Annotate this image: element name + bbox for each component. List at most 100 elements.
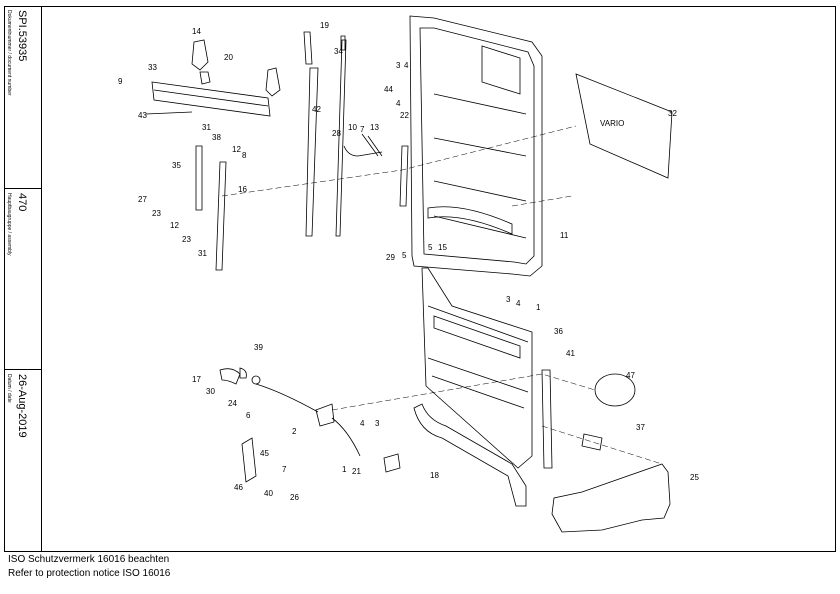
door-panel-inner — [419, 27, 535, 265]
side-cover — [551, 463, 671, 533]
callout-number: 4 — [404, 61, 409, 70]
long-strip — [305, 67, 319, 237]
drawing-frame — [4, 6, 836, 552]
diagram-linework — [145, 15, 673, 533]
small-decal — [581, 433, 603, 451]
callout-number: 25 — [690, 473, 699, 482]
round-decal — [594, 373, 636, 407]
callout-number: 22 — [400, 111, 409, 120]
callout-number: 3 — [396, 61, 401, 70]
callout-number: 4 — [396, 99, 401, 108]
seal-strip — [541, 369, 553, 469]
hinge-rail-edge — [153, 89, 269, 107]
lower-arm — [413, 403, 527, 507]
callout-number: 10 — [348, 123, 357, 132]
callout-number: 27 — [138, 195, 147, 204]
callout-number: 21 — [352, 467, 361, 476]
lower-frame-bars — [427, 305, 529, 409]
right-hinge — [265, 67, 281, 97]
callout-number: 39 — [254, 343, 263, 352]
callout-number: 42 — [312, 105, 321, 114]
callout-number: 37 — [636, 423, 645, 432]
short-strip — [303, 31, 313, 65]
decal-plate — [575, 73, 673, 179]
callout-number: 8 — [242, 151, 247, 160]
callout-number: 31 — [198, 249, 207, 258]
assembly-label: Hauptbaugruppe / assembly — [6, 193, 12, 256]
assembly-cell: Hauptbaugruppe / assembly 470 — [4, 189, 41, 370]
callout-number: 33 — [148, 63, 157, 72]
strut-right — [215, 161, 227, 271]
document-number: SPI.53935 — [16, 10, 28, 62]
callout-number: 13 — [370, 123, 379, 132]
document-number-cell: Dokumentnummer / document number SPI.539… — [4, 6, 41, 189]
callout-number: 9 — [118, 77, 123, 86]
callout-number: 1 — [536, 303, 541, 312]
callout-number: 7 — [282, 465, 287, 474]
door-bar — [399, 145, 409, 207]
callout-number: 34 — [334, 47, 343, 56]
callout-number: 7 — [360, 125, 365, 134]
alignment-line-upper — [221, 125, 577, 197]
handle-bracket — [241, 437, 257, 483]
callout-number: 31 — [202, 123, 211, 132]
assembly-number: 470 — [16, 193, 28, 212]
alignment-line-lower — [331, 373, 596, 411]
callout-number: 19 — [320, 21, 329, 30]
callout-number: 14 — [192, 27, 201, 36]
callout-number: 17 — [192, 375, 201, 384]
callout-number: 6 — [246, 411, 251, 420]
door-crossbars — [433, 93, 527, 239]
date-value: 26-Aug-2019 — [16, 374, 28, 438]
lock-plate — [315, 403, 335, 427]
gas-strut — [335, 35, 347, 237]
callout-number: 47 — [626, 371, 635, 380]
latch-hook — [343, 145, 383, 157]
upper-hinge — [191, 39, 211, 85]
callout-number: 43 — [138, 111, 147, 120]
callout-number: 20 — [224, 53, 233, 62]
small-rod — [145, 111, 193, 115]
callout-number: 29 — [386, 253, 395, 262]
callout-number: 26 — [290, 493, 299, 502]
callout-number: 40 — [264, 489, 273, 498]
alignment-lines — [221, 125, 663, 465]
protection-notice-de: ISO Schutzvermerk 16016 beachten — [8, 554, 170, 565]
lock-cap — [239, 367, 247, 379]
callout-number: 32 — [668, 109, 677, 118]
callout-number: 23 — [182, 235, 191, 244]
callout-number: 4 — [360, 419, 365, 428]
callout-number: 16 — [238, 185, 247, 194]
callout-number: 45 — [260, 449, 269, 458]
door-plate — [481, 45, 521, 95]
date-label: Datum / date — [6, 374, 12, 403]
callout-number: 36 — [554, 327, 563, 336]
callout-number: 35 — [172, 161, 181, 170]
callout-number: 15 — [438, 243, 447, 252]
door-crossbar-lower — [427, 206, 513, 235]
lock-ring — [251, 375, 261, 385]
callout-number: 23 — [152, 209, 161, 218]
hinge-rail — [151, 81, 271, 117]
strut-left — [195, 145, 203, 211]
callout-number: 1 — [342, 465, 347, 474]
callout-number: 30 — [206, 387, 215, 396]
callout-number: 2 — [292, 427, 297, 436]
lower-frame-slots — [433, 315, 521, 359]
callout-number: 38 — [212, 133, 221, 142]
callout-number: 44 — [384, 85, 393, 94]
protection-notice-en: Refer to protection notice ISO 16016 — [8, 568, 171, 579]
callout-number: 5 — [428, 243, 433, 252]
alignment-line-cover — [541, 425, 663, 465]
callout-number: 12 — [170, 221, 179, 230]
callout-number: 18 — [430, 471, 439, 480]
callout-number: 12 — [232, 145, 241, 154]
door-panel — [409, 15, 543, 277]
callout-number: 3 — [375, 419, 380, 428]
lock-cylinder — [219, 368, 241, 385]
callout-number: 41 — [566, 349, 575, 358]
date-cell: Datum / date 26-Aug-2019 — [4, 370, 41, 552]
